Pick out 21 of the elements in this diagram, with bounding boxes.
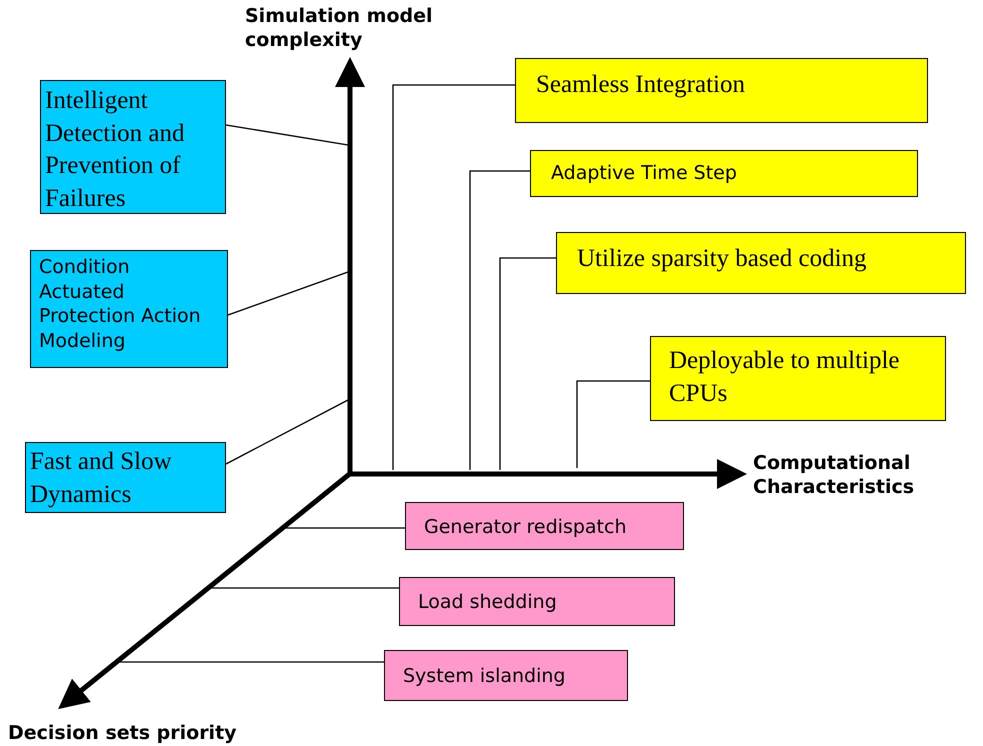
leader-line [226,399,348,465]
feature-box: Intelligent Detection and Prevention of Failures [40,80,226,214]
axis-label: Decision sets priority [8,722,238,746]
axis-label: Computational Characteristics [753,452,916,500]
leader-line [226,124,348,146]
leader-line [499,257,556,470]
feature-box: Fast and Slow Dynamics [25,442,226,513]
feature-box: System islanding [384,650,628,701]
leader-line [228,271,348,316]
feature-box: Deployable to multiple CPUs [650,336,946,421]
axis-label: Simulation model complexity [245,5,434,52]
leader-line [392,84,515,470]
feature-box: Seamless Integration [515,58,928,123]
feature-box: Generator redispatch [405,502,684,550]
feature-box: Condition Actuated Protection Action Modeling [30,250,228,368]
feature-box: Load shedding [399,577,675,626]
leader-line [576,380,650,468]
feature-box: Utilize sparsity based coding [556,232,966,294]
feature-box: Adaptive Time Step [530,150,918,197]
leader-line [469,170,530,470]
leader-line [117,661,384,663]
